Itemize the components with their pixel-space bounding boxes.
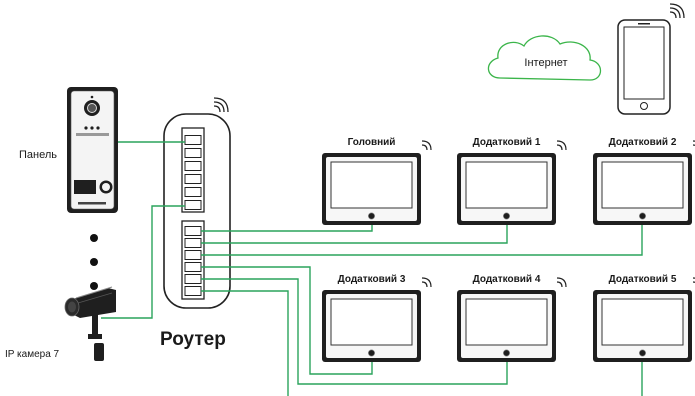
- monitor-wifi-icon: [421, 140, 432, 151]
- router: [163, 113, 231, 309]
- monitor-wifi-icon: [692, 277, 695, 283]
- smartphone: [617, 19, 671, 115]
- router-label: Роутер: [160, 329, 226, 350]
- smartphone-wifi-icon: [669, 3, 685, 19]
- monitor-6: Додатковий 5: [593, 274, 695, 362]
- router-port-bottom-2: [184, 238, 202, 248]
- monitor-4: Додатковий 3: [322, 274, 432, 362]
- more-devices-dots: [90, 234, 98, 290]
- router-port-top-4: [184, 174, 202, 184]
- router-port-top-2: [184, 148, 202, 158]
- router-port-bottom-1: [184, 226, 202, 236]
- cable-ip-camera: [101, 205, 185, 319]
- router-port-top-6: [184, 200, 202, 210]
- cable-extra-down: [201, 290, 289, 396]
- cable-monitor-4: [201, 266, 373, 375]
- monitor-5: Додатковий 4: [457, 274, 567, 362]
- monitor-3: Додатковий 2: [593, 137, 695, 225]
- monitors-group: Головний Додатковий 1 Додатковий 2 Додатков…: [322, 137, 695, 362]
- monitor-label: Додатковий 1: [473, 137, 541, 148]
- router-port-bottom-3: [184, 250, 202, 260]
- router-ports-top: [184, 135, 202, 210]
- monitor-2: Додатковий 1: [457, 137, 567, 225]
- monitor-1: Головний: [322, 137, 432, 225]
- cable-monitor-2: [201, 219, 508, 244]
- router-port-top-3: [184, 161, 202, 171]
- monitor-wifi-icon: [556, 277, 567, 288]
- router-port-bottom-6: [184, 286, 202, 296]
- monitor-label: Додатковий 2: [609, 137, 677, 148]
- monitor-wifi-icon: [692, 140, 695, 146]
- panel-label: Панель: [19, 149, 57, 161]
- cable-monitor-5: [201, 278, 508, 385]
- router-wifi-icon: [213, 97, 229, 113]
- monitor-label: Додатковий 5: [609, 274, 677, 285]
- ip-camera-label: IP камера 7: [5, 349, 60, 360]
- internet-label: Інтернет: [524, 57, 567, 69]
- monitor-wifi-icon: [556, 140, 567, 151]
- router-port-bottom-5: [184, 274, 202, 284]
- internet-cloud: Інтернет: [487, 35, 602, 81]
- monitor-label: Додатковий 3: [338, 274, 406, 285]
- monitor-label: Головний: [348, 137, 396, 148]
- router-port-top-1: [184, 135, 202, 145]
- router-port-top-5: [184, 187, 202, 197]
- door-panel: [67, 87, 118, 213]
- monitor-wifi-icon: [421, 277, 432, 288]
- router-port-bottom-4: [184, 262, 202, 272]
- monitor-label: Додатковий 4: [473, 274, 541, 285]
- cable-monitor-3: [201, 219, 643, 256]
- ip-camera: [64, 286, 116, 361]
